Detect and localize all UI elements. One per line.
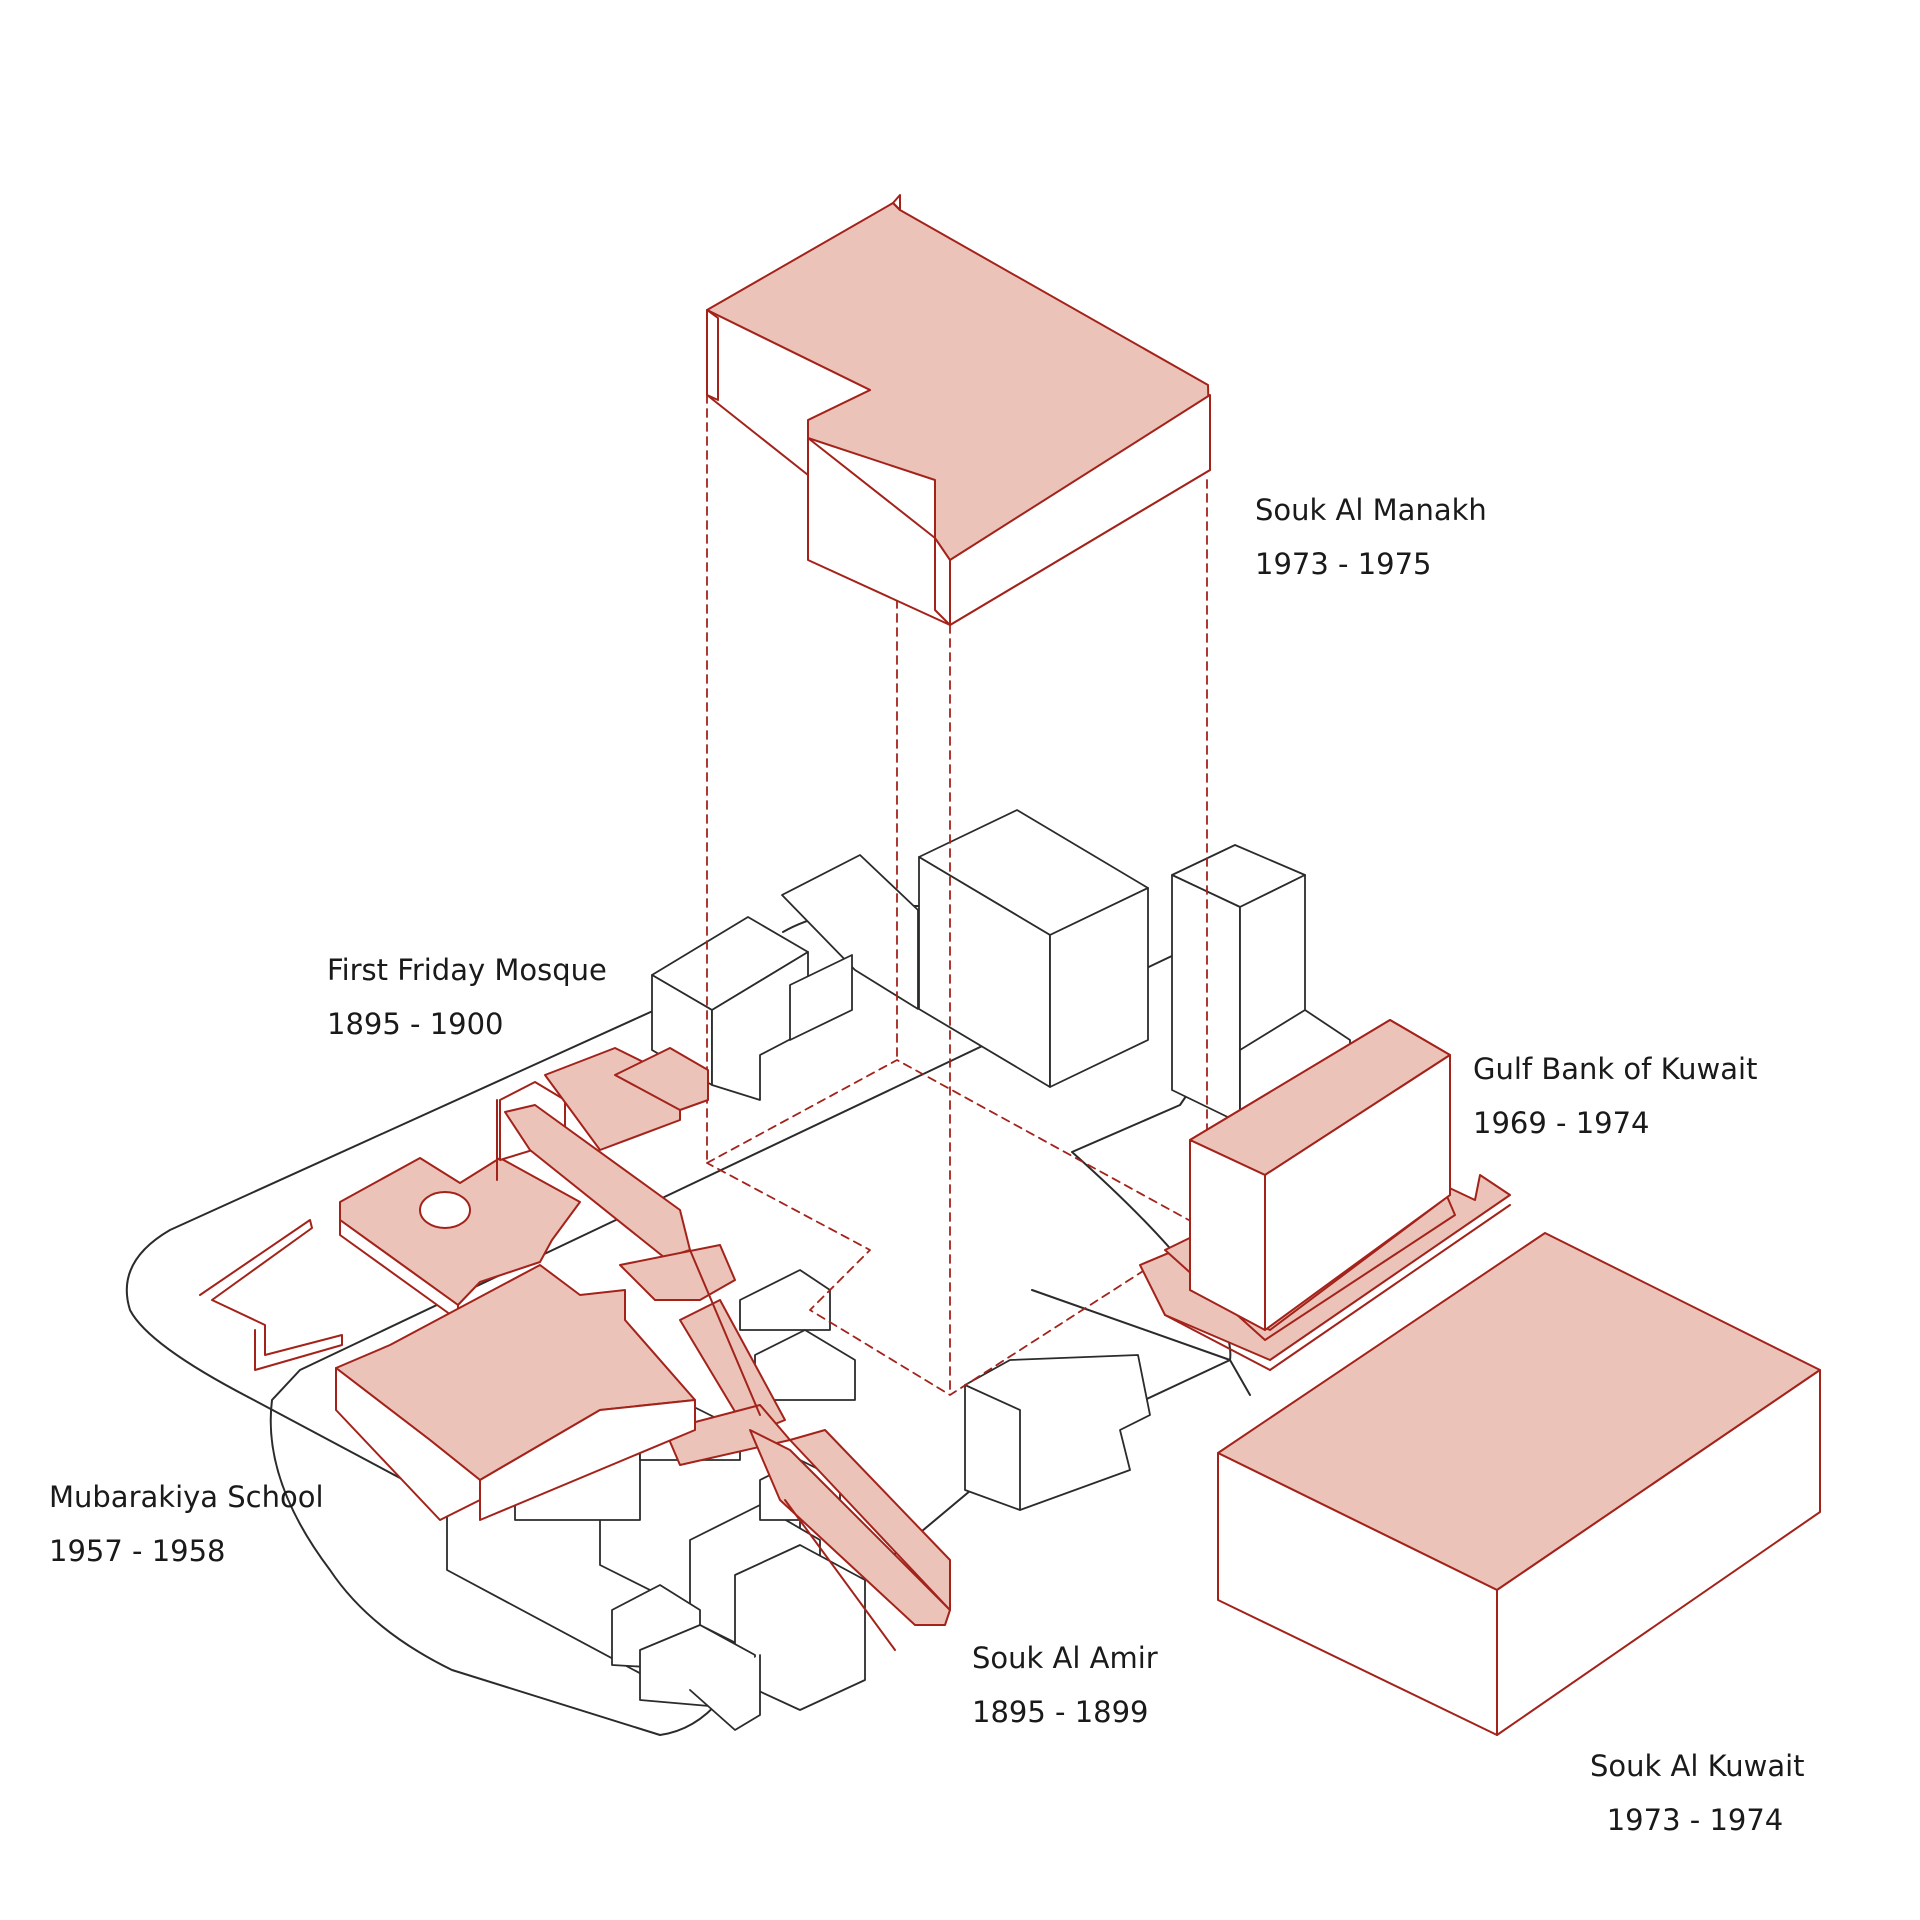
building-dates: 1957 - 1958 <box>49 1534 226 1568</box>
building-name: Souk Al Manakh <box>1255 493 1487 527</box>
street-divider <box>1031 1289 1251 1396</box>
label-souk-al-kuwait: Souk Al Kuwait 1973 - 1974 <box>1590 1749 1805 1837</box>
block-west-outline <box>125 1009 656 1511</box>
label-first-friday-mosque: First Friday Mosque 1895 - 1900 <box>327 956 607 1039</box>
center-small-building <box>964 1354 1151 1511</box>
first-friday-mosque-massing <box>339 1081 581 1321</box>
projection-lines <box>706 394 1208 1396</box>
building-name: Souk Al Amir <box>972 1641 1158 1675</box>
label-souk-al-manakh: Souk Al Manakh 1973 - 1975 <box>1255 496 1487 579</box>
mosque-forecourt-wall <box>199 1219 343 1371</box>
mosque-annex-blocks <box>544 1047 709 1151</box>
mosque-neighbor-building <box>651 916 853 1101</box>
building-dates: 1973 - 1974 <box>1606 1803 1784 1837</box>
souk-al-kuwait-massing <box>1217 1232 1821 1736</box>
building-dates: 1969 - 1974 <box>1473 1106 1650 1140</box>
tall-cube-building <box>918 809 1149 1088</box>
souk-al-amir-arcade <box>504 1104 951 1651</box>
building-name: Mubarakiya School <box>49 1480 324 1514</box>
label-gulf-bank-of-kuwait: Gulf Bank of Kuwait 1969 - 1974 <box>1473 1055 1757 1138</box>
building-dates: 1973 - 1975 <box>1255 547 1432 581</box>
mubarakiya-school-massing <box>335 1264 696 1521</box>
gulf-bank-of-kuwait-massing <box>1139 1019 1511 1371</box>
building-dates: 1895 - 1899 <box>972 1695 1149 1729</box>
wedge-building <box>781 854 919 1010</box>
mosque-dome <box>419 1191 471 1229</box>
highlighted-buildings <box>199 194 1821 1736</box>
building-dates: 1895 - 1900 <box>327 1007 504 1041</box>
southwest-building-cluster <box>446 1269 866 1731</box>
label-mubarakiya-school: Mubarakiya School 1957 - 1958 <box>49 1483 324 1566</box>
building-name: First Friday Mosque <box>327 953 607 987</box>
souk-al-manakh-massing <box>706 194 1211 626</box>
building-name: Souk Al Kuwait <box>1590 1749 1805 1783</box>
building-name: Gulf Bank of Kuwait <box>1473 1052 1758 1086</box>
context-buildings <box>446 809 1351 1731</box>
label-souk-al-amir: Souk Al Amir 1895 - 1899 <box>972 1644 1158 1727</box>
